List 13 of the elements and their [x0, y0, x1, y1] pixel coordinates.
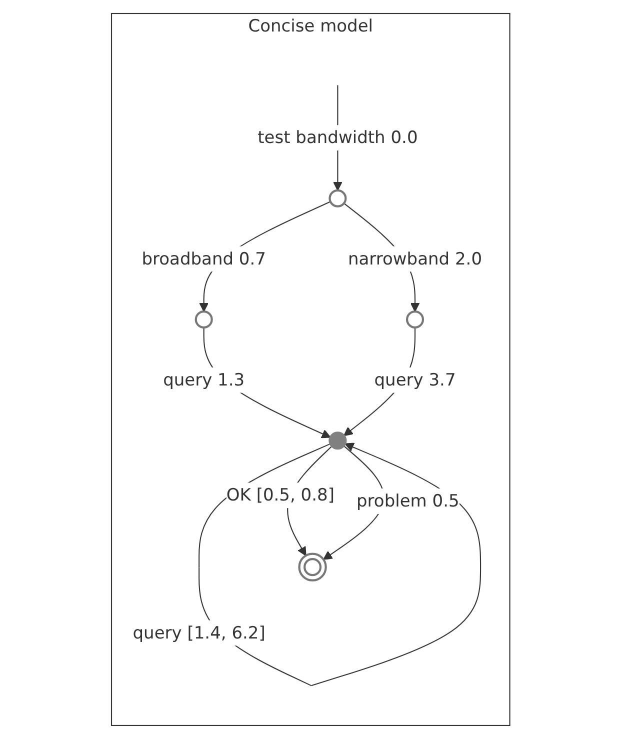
edge-label: broadband 0.7 — [142, 248, 266, 268]
edge-label: query [1.4, 6.2] — [132, 622, 266, 643]
edge-label: problem 0.5 — [356, 490, 460, 511]
edge-label: test bandwidth 0.0 — [257, 127, 418, 148]
edge-label: query 3.7 — [374, 369, 456, 390]
edge-label: OK [0.5, 0.8] — [226, 484, 334, 505]
edge-label: narrowband 2.0 — [348, 248, 482, 268]
node-circle — [328, 432, 347, 450]
node-circle — [298, 552, 327, 582]
node-circle — [406, 310, 424, 329]
node-circle — [194, 310, 213, 329]
node-circle — [328, 189, 347, 208]
edge-label: query 1.3 — [162, 369, 244, 390]
